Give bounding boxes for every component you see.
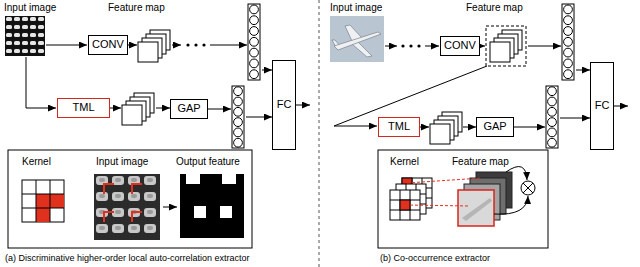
connector-segment [576,70,590,71]
ellipsis-dots [401,44,420,47]
conv-box: CONV [88,35,128,55]
connector-segment [262,70,272,71]
feature-map-stack [138,30,170,62]
connector-arrow [420,127,476,128]
text-label: Kernel [390,156,419,168]
selection-box [486,26,526,66]
branch-arrow [26,57,56,108]
text-label: Feature map [466,2,523,14]
feature-map-stack [430,112,462,144]
fc-box: FC [272,60,296,150]
feature-map-stack [122,93,154,125]
inset-arrow [163,207,177,208]
box-text: CONV [92,39,124,51]
output-arrow [614,106,628,107]
airplane-image [330,16,384,62]
connector-segment [156,108,170,109]
conv-box: CONV [440,36,480,56]
text-label: Output feature [176,156,240,168]
kernel-stack [390,178,432,220]
gap-box: GAP [170,99,208,119]
product-symbol [521,181,535,195]
connector-arrow [480,46,590,70]
connector-segment [172,45,181,46]
feature-map-stack [490,30,522,62]
text-label: Input image [330,2,382,14]
panel-divider [319,0,320,267]
box-text: TML [388,121,410,133]
inset-frame [8,150,252,248]
box-text: FC [277,99,292,111]
box-text: GAP [177,103,200,115]
connector-segment [528,46,561,47]
connector-segment [480,46,485,47]
texture-image [94,174,160,240]
kernel-marks [104,184,142,222]
connector-arrow [514,118,590,127]
feature-map-stack [458,172,512,226]
caption: (b) Co-occurrence extractor [380,253,490,264]
text-label: Input image [4,2,56,14]
box-text: TML [73,102,95,114]
feature-vector [562,4,574,80]
feature-vector [546,86,558,148]
output-arrow [296,105,310,106]
connector-segment [420,127,429,128]
gap-box: GAP [476,117,514,137]
texture-image [5,16,45,56]
kernel-grid [22,180,64,222]
caption: (a) Discriminative higher-order local au… [5,253,250,264]
text-label: Feature map [108,2,165,14]
box-text: FC [595,100,610,112]
connector-segment [514,127,545,128]
box-text: CONV [444,40,476,52]
input-arrow [385,46,397,47]
connector-segment [110,108,121,109]
fc-box: FC [590,62,614,150]
input-arrow [46,45,87,46]
input-arrow [425,46,439,47]
feature-vector [232,86,244,148]
connector-segment [463,127,476,128]
feature-vector [248,4,260,80]
connector-segment [560,118,590,119]
inset-frame [378,150,548,248]
output-feature-image [180,174,244,238]
connector-segment [246,117,272,118]
connector-segment [128,45,137,46]
text-label: Kernel [22,156,51,168]
ellipsis-dots [186,43,205,46]
correspondence-lines [405,178,482,206]
tml-box: TML [57,98,110,118]
connector-arrow [110,108,170,109]
connector-segment [208,109,231,110]
box-text: GAP [483,121,506,133]
text-label: Input image [96,156,148,168]
tml-box: TML [378,117,420,137]
connector-segment [210,45,247,46]
connector-arrow [208,109,272,117]
connector-arrow [128,45,272,70]
text-label: Feature map [452,156,509,168]
